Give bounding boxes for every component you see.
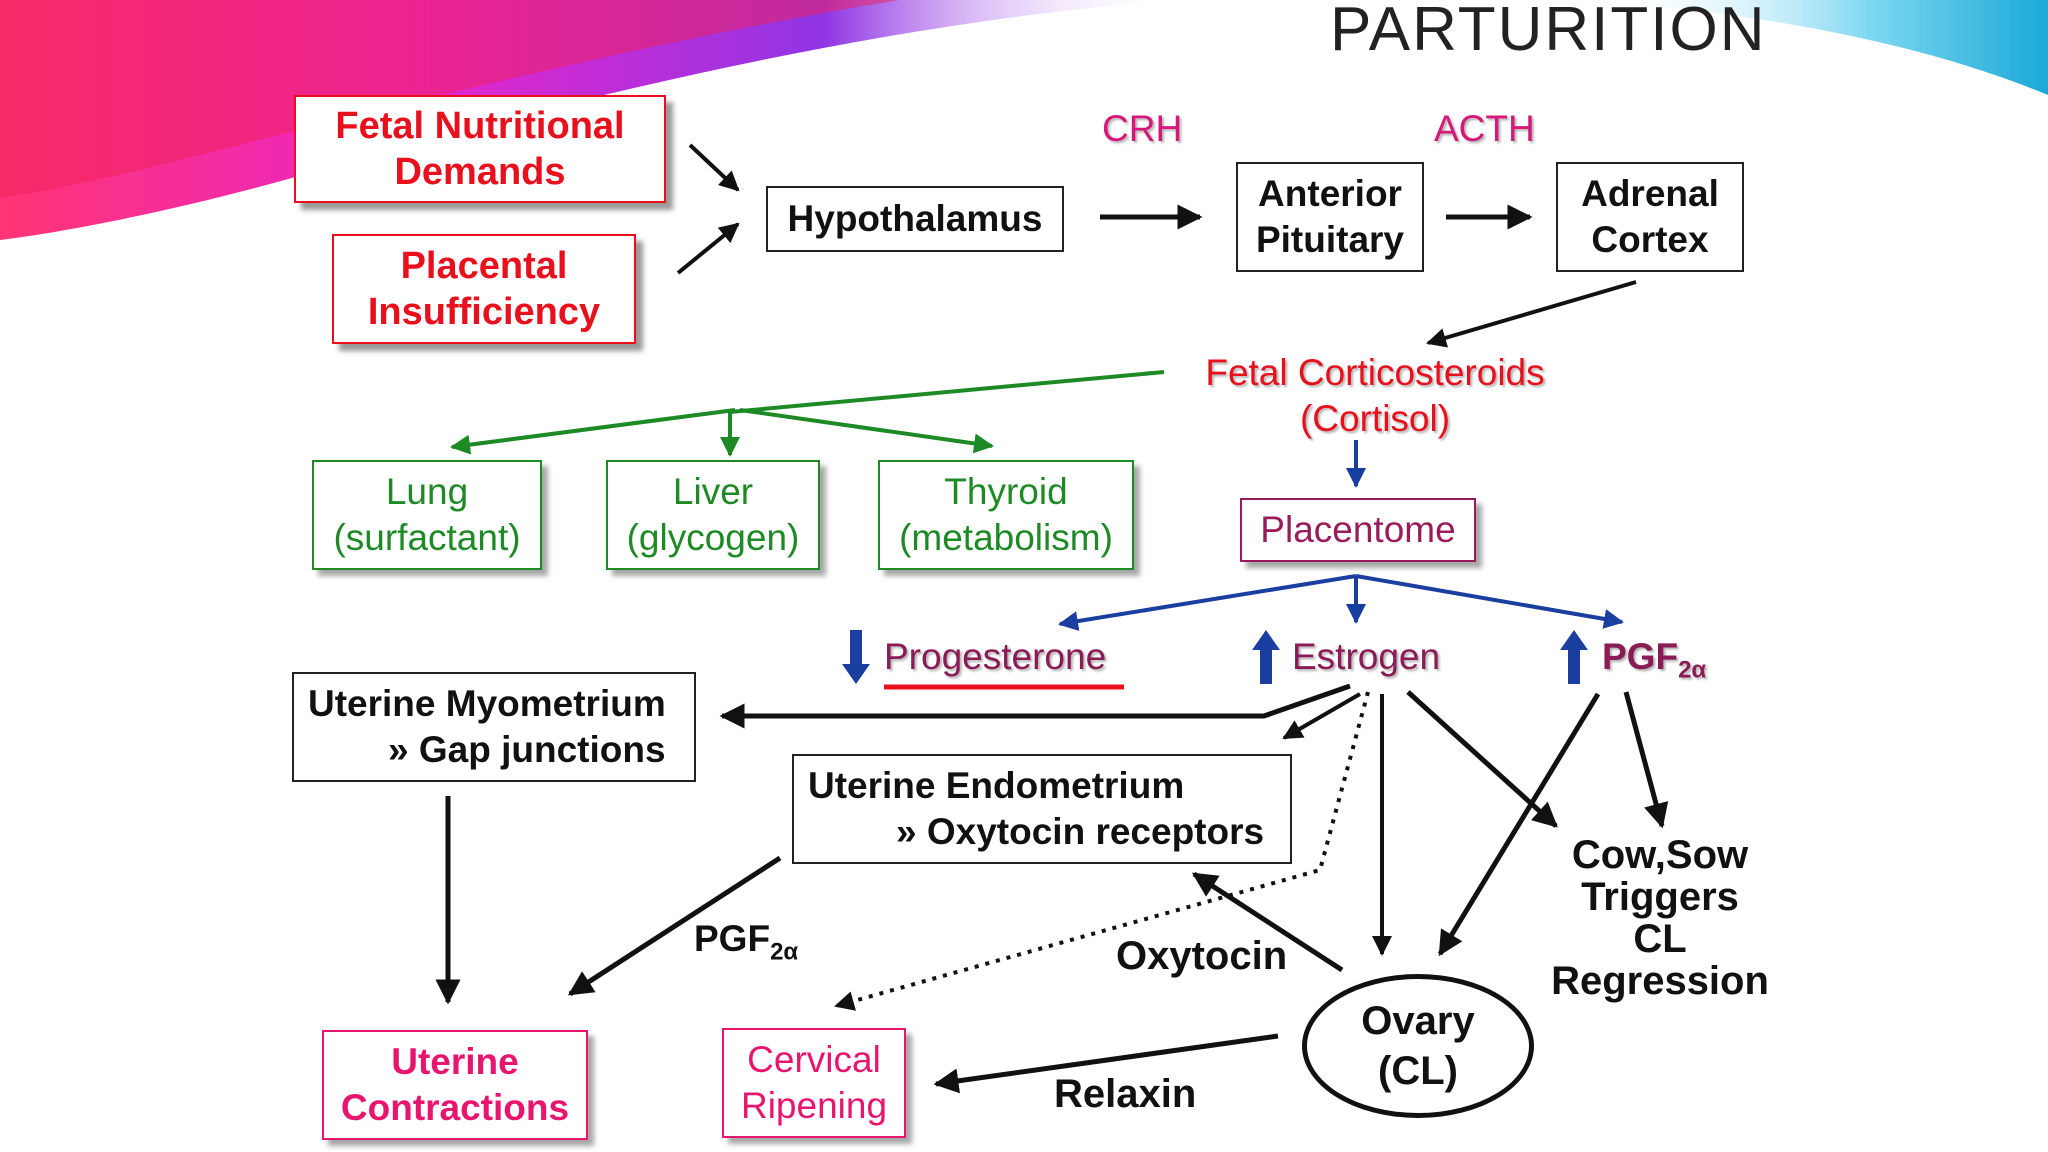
anterior-pituitary-box: Anterior Pituitary xyxy=(1236,162,1424,272)
node-line: Thyroid xyxy=(944,471,1068,512)
node-line: Hypothalamus xyxy=(787,198,1043,239)
node-line: Anterior xyxy=(1258,173,1402,214)
node-line: Fetal Corticosteroids xyxy=(1205,352,1545,393)
arrow-to-progesterone xyxy=(1058,574,1357,631)
node-line: Contractions xyxy=(340,1087,570,1128)
node-line: Liver xyxy=(672,471,754,512)
arrow-estrogen-to-endometrium xyxy=(1282,692,1362,740)
pgf-text: PGF xyxy=(1602,636,1679,677)
relaxin-label: Relaxin xyxy=(1054,1072,1197,1116)
arrow-estrogen-to-myometrium xyxy=(719,683,1351,729)
node-line: (Cortisol) xyxy=(1299,398,1451,439)
node-line: (metabolism) xyxy=(899,517,1113,558)
pgf2a-label: PGF2α xyxy=(1602,636,1706,684)
oxytocin-label: Oxytocin xyxy=(1116,934,1288,978)
arrow-to-pgf xyxy=(1355,574,1624,629)
node-line: Uterine Endometrium xyxy=(808,765,1185,806)
node-line: (CL) xyxy=(1378,1049,1458,1093)
node-line: Ripening xyxy=(740,1085,888,1126)
node-line: (surfactant) xyxy=(333,517,521,558)
node-line: Demands xyxy=(394,151,566,193)
estrogen-label: Estrogen xyxy=(1292,636,1441,677)
progesterone-label: Progesterone xyxy=(884,636,1107,677)
node-line: Cervical xyxy=(747,1039,881,1080)
ovary-cl-ellipse: Ovary (CL) xyxy=(1302,974,1534,1118)
node-line: Lung xyxy=(385,471,469,512)
increase-arrow-icon xyxy=(1560,630,1588,684)
liver-box: Liver (glycogen) xyxy=(606,460,820,570)
arrow-to-thyroid xyxy=(739,408,994,454)
green-trunk xyxy=(729,370,1165,414)
uterine-endometrium-box: Uterine Endometrium » Oxytocin receptors xyxy=(792,754,1292,864)
arrow-nutrition-to-hypothalamus xyxy=(688,143,740,192)
arrow-placental-to-hypothalamus xyxy=(676,222,740,275)
node-line: Adrenal xyxy=(1581,173,1719,214)
node-line: Uterine xyxy=(391,1041,519,1082)
uterine-myometrium-box: Uterine Myometrium » Gap junctions xyxy=(292,672,696,782)
node-line: Placentome xyxy=(1260,509,1456,550)
hypothalamus-box: Hypothalamus xyxy=(766,186,1064,252)
node-line: Placental xyxy=(400,245,568,287)
arrow-endometrium-pgf-to-contractions xyxy=(567,855,782,997)
node-line: » Gap junctions xyxy=(388,729,666,770)
arrow-to-lung xyxy=(450,408,736,455)
adrenal-cortex-box: Adrenal Cortex xyxy=(1556,162,1744,272)
pgf-text: PGF xyxy=(694,918,771,959)
cow-sow-cl-regression-label: Cow,Sow Triggers CL Regression xyxy=(1530,834,1790,1002)
pgf2a-edge-label: PGF2α xyxy=(694,918,798,966)
node-line: Triggers xyxy=(1581,875,1739,919)
node-line: Ovary xyxy=(1361,999,1475,1043)
increase-arrow-icon xyxy=(1252,630,1280,684)
fetal-corticosteroids-label: Fetal Corticosteroids (Cortisol) xyxy=(1190,350,1560,442)
node-line: Regression xyxy=(1551,959,1769,1003)
node-line: Pituitary xyxy=(1255,219,1405,260)
decrease-arrow-icon xyxy=(842,630,870,684)
fetal-nutritional-demands-box: Fetal Nutritional Demands xyxy=(294,95,666,203)
crh-label: CRH xyxy=(1102,108,1183,149)
arrow-pgf-to-cow-sow xyxy=(1623,691,1669,829)
acth-label: ACTH xyxy=(1434,108,1535,149)
arrow-relaxin-to-cervix xyxy=(933,1033,1279,1094)
arrow-oxytocin-to-endometrium xyxy=(1191,871,1344,973)
placental-insufficiency-box: Placental Insufficiency xyxy=(332,234,636,344)
uterine-contractions-box: Uterine Contractions xyxy=(322,1030,588,1140)
dotted-arrow-estrogen-to-cervix xyxy=(834,691,1370,1011)
arrow-pgf-to-ovary xyxy=(1437,692,1601,957)
arrow-estrogen-to-cow-sow xyxy=(1406,690,1558,828)
node-line: » Oxytocin receptors xyxy=(896,811,1265,852)
page-title: PARTURITION xyxy=(1330,0,1767,64)
pgf-subscript: 2α xyxy=(1678,656,1707,684)
node-line: Cow,Sow xyxy=(1571,833,1749,877)
node-line: Fetal Nutritional xyxy=(335,105,625,147)
lung-box: Lung (surfactant) xyxy=(312,460,542,570)
node-line: Uterine Myometrium xyxy=(308,683,666,724)
node-line: (glycogen) xyxy=(626,517,800,558)
placentome-box: Placentome xyxy=(1240,498,1476,562)
node-line: Insufficiency xyxy=(367,291,601,333)
thyroid-box: Thyroid (metabolism) xyxy=(878,460,1134,570)
cervical-ripening-box: Cervical Ripening xyxy=(722,1028,906,1138)
pgf-subscript: 2α xyxy=(770,938,799,966)
node-line: CL xyxy=(1633,917,1687,961)
node-line: Cortex xyxy=(1591,219,1709,260)
arrow-adrenal-to-corticosteroids xyxy=(1426,280,1637,348)
